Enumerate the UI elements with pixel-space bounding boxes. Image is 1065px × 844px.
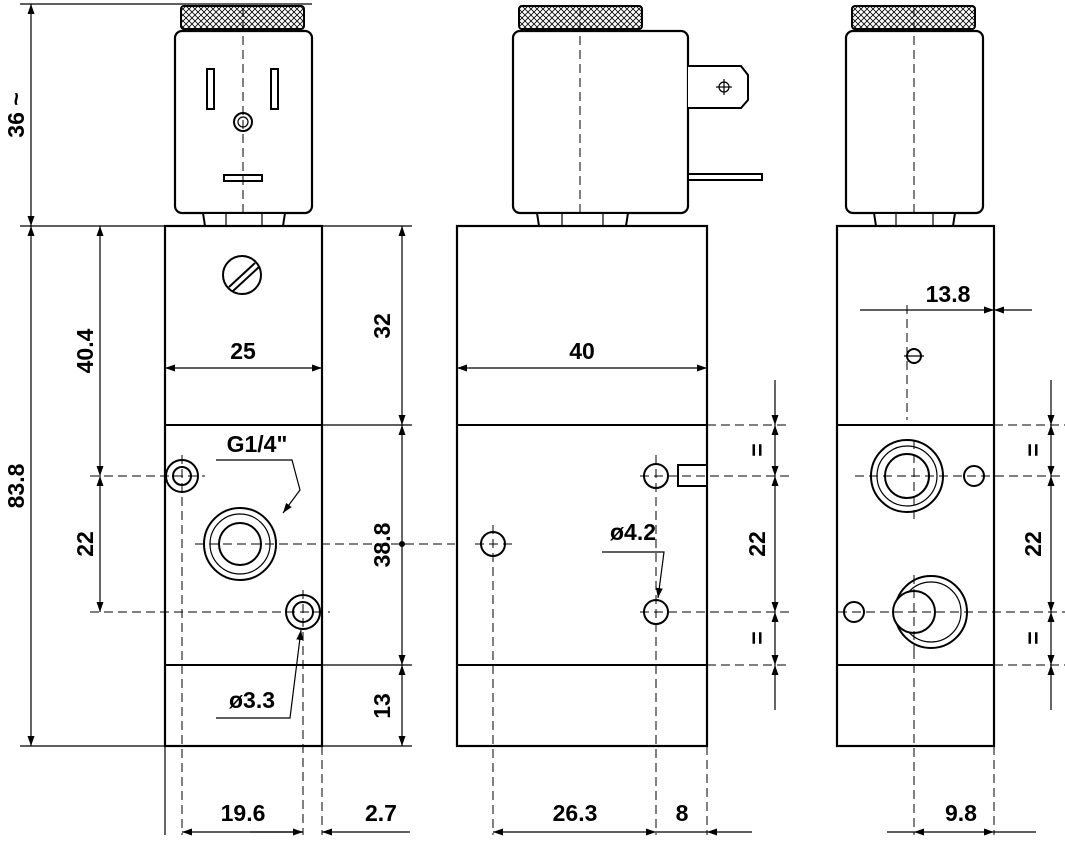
coil-side [511, 29, 690, 215]
stem-nut-side [535, 212, 630, 227]
dim-equal-right-top: = [1020, 443, 1046, 456]
dim-upper-block: 40.4 [72, 328, 98, 373]
dim-port-spacing-mid: 22 [744, 531, 770, 557]
dim-port-spacing-right: 22 [1020, 531, 1046, 557]
front-view [90, 5, 455, 835]
stem-nut-front [201, 212, 287, 227]
dim-total-height: 83.8 [3, 463, 29, 508]
dim-port-label: G1/4" [227, 431, 288, 457]
dim-bottom-left-b: 2.7 [365, 800, 397, 826]
side-view [455, 5, 790, 835]
stem-nut-rear [872, 212, 957, 227]
dim-bottom-right: 9.8 [945, 800, 977, 826]
rear-view [835, 5, 1065, 835]
coil-pin-left [206, 68, 215, 110]
dim-bottom-left-a: 19.6 [221, 800, 266, 826]
connector-lead [687, 173, 763, 181]
extension-lines [20, 3, 412, 835]
dim-width-side: 40 [569, 338, 595, 364]
dim-hole-dia-mid: ø4.2 [610, 519, 656, 545]
dim-equal-mid-bottom: = [744, 631, 770, 644]
dim-port-spacing-left: 22 [72, 531, 98, 557]
dim-equal-mid-top: = [744, 443, 770, 456]
pilot-port [677, 464, 708, 487]
dim-hole-dia-left: ø3.3 [229, 687, 275, 713]
dim-lower-section: 13 [369, 693, 395, 719]
dim-coil-height: 36 ~ [3, 92, 29, 137]
dim-middle-section: 38.8 [369, 522, 395, 567]
dim-bottom-mid-a: 26.3 [553, 800, 598, 826]
valve-body-side [455, 224, 709, 748]
dim-width-front: 25 [230, 338, 256, 364]
dim-equal-right-bottom: = [1020, 631, 1046, 644]
dim-bottom-mid-b: 8 [676, 800, 689, 826]
dimension-lines [27, 4, 1055, 836]
dim-upper-section: 32 [369, 313, 395, 339]
dim-offset-right: 13.8 [926, 281, 971, 307]
dimension-labels: 36 ~ 83.8 40.4 22 25 G1/4" 32 38.8 13 ø3… [3, 92, 1046, 826]
coil-pin-right [270, 68, 279, 110]
